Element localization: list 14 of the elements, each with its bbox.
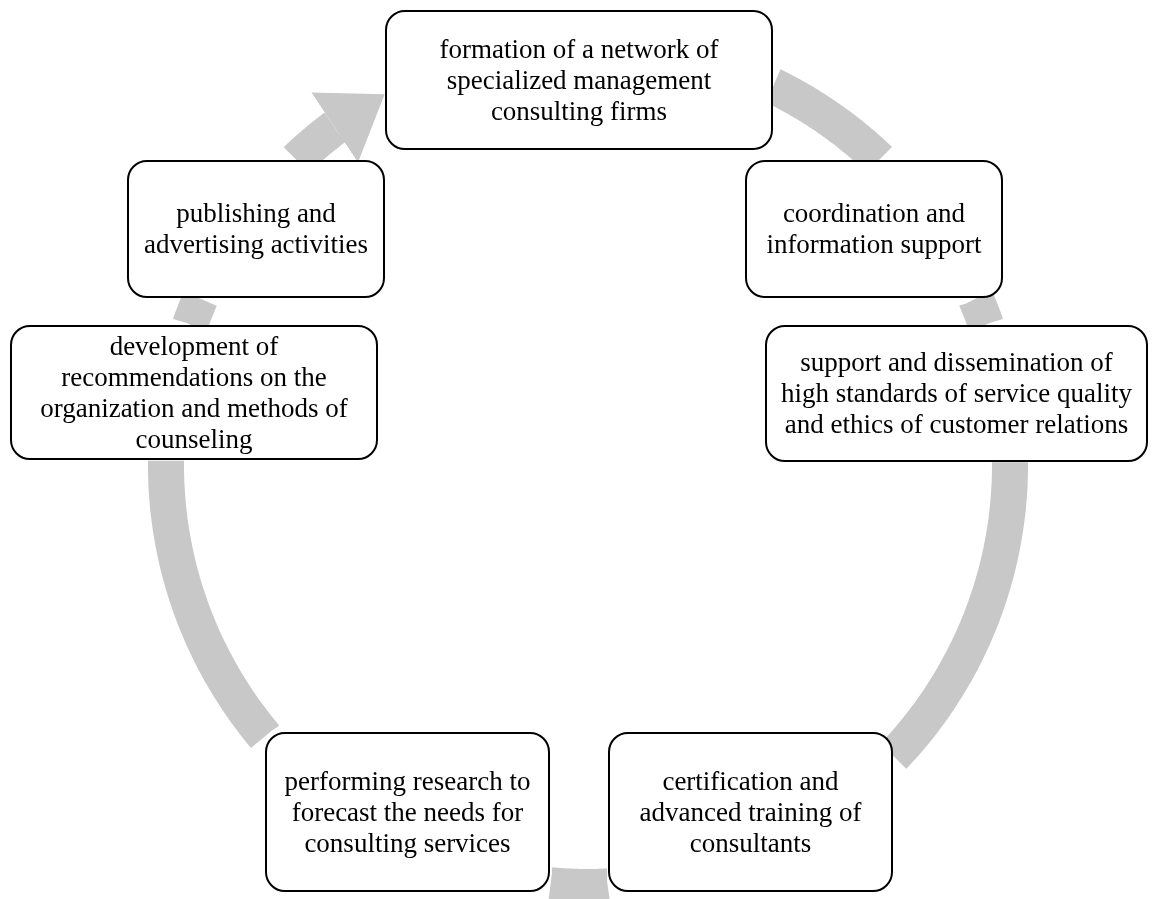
box-label: certification and advanced training of consultants [638, 765, 863, 859]
box-label: coordination and information support [765, 198, 983, 260]
box-label: publishing and advertising activities [142, 198, 370, 260]
box-label: performing research to forecast the needs for consulting services [283, 765, 532, 859]
rounded-box [765, 325, 1148, 462]
rounded-box [745, 160, 1003, 298]
rounded-box [10, 325, 378, 460]
box-label: development of recommendations on the organization and methods of counseling [39, 330, 349, 455]
box-label: formation of a network of specialized management consulting firms [438, 33, 720, 127]
rounded-box [385, 10, 773, 150]
rounded-box [127, 160, 385, 298]
rounded-box [265, 732, 550, 892]
rounded-box [608, 732, 893, 892]
box-label: support and dissemination of high standards of service quality and ethics of customer relations [780, 347, 1133, 440]
